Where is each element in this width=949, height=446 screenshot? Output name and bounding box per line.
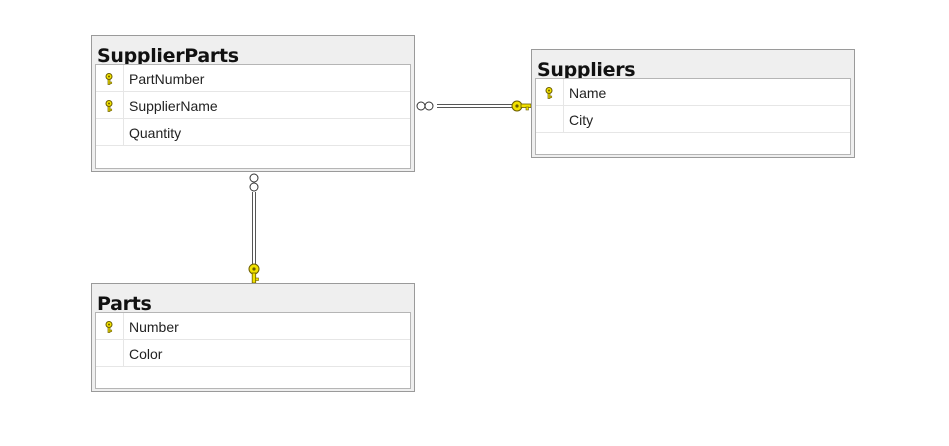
column-name: PartNumber <box>129 71 205 87</box>
primary-key-icon <box>105 100 113 112</box>
relationship-supplierparts-suppliers[interactable] <box>416 100 532 112</box>
column-row-name[interactable]: Name <box>536 79 850 106</box>
column-row-color[interactable]: Color <box>96 340 410 367</box>
key-cell <box>96 313 124 339</box>
primary-key-icon <box>545 87 553 99</box>
table-suppliers[interactable]: Suppliers Name City <box>531 49 855 158</box>
table-supplierparts[interactable]: SupplierParts PartNumber <box>91 35 415 172</box>
key-end-icon <box>248 263 260 284</box>
column-list: Name City <box>535 78 851 155</box>
column-list: Number Color <box>95 312 411 389</box>
table-parts[interactable]: Parts Number Color <box>91 283 415 392</box>
key-cell <box>96 119 124 145</box>
column-row-city[interactable]: City <box>536 106 850 133</box>
column-row-number[interactable]: Number <box>96 313 410 340</box>
column-name: Name <box>569 85 607 101</box>
primary-key-icon <box>105 73 113 85</box>
key-cell <box>536 79 564 105</box>
column-row-quantity[interactable]: Quantity <box>96 119 410 146</box>
column-row-suppliername[interactable]: SupplierName <box>96 92 410 119</box>
key-cell <box>96 340 124 366</box>
key-cell <box>96 92 124 118</box>
table-title: Suppliers <box>537 59 636 81</box>
primary-key-icon <box>105 321 113 333</box>
key-end-icon <box>511 100 532 112</box>
column-name: Number <box>129 319 179 335</box>
key-cell <box>96 65 124 91</box>
table-title: SupplierParts <box>97 45 239 67</box>
relationship-supplierparts-parts[interactable] <box>248 173 260 284</box>
column-row-partnumber[interactable]: PartNumber <box>96 65 410 92</box>
column-name: City <box>569 112 594 128</box>
infinity-icon <box>416 101 434 111</box>
column-name: Quantity <box>129 125 182 141</box>
column-name: SupplierName <box>129 98 218 114</box>
column-name: Color <box>129 346 163 362</box>
infinity-icon <box>249 173 259 192</box>
table-title: Parts <box>97 293 152 315</box>
column-list: PartNumber SupplierName Quantity <box>95 64 411 169</box>
key-cell <box>536 106 564 132</box>
